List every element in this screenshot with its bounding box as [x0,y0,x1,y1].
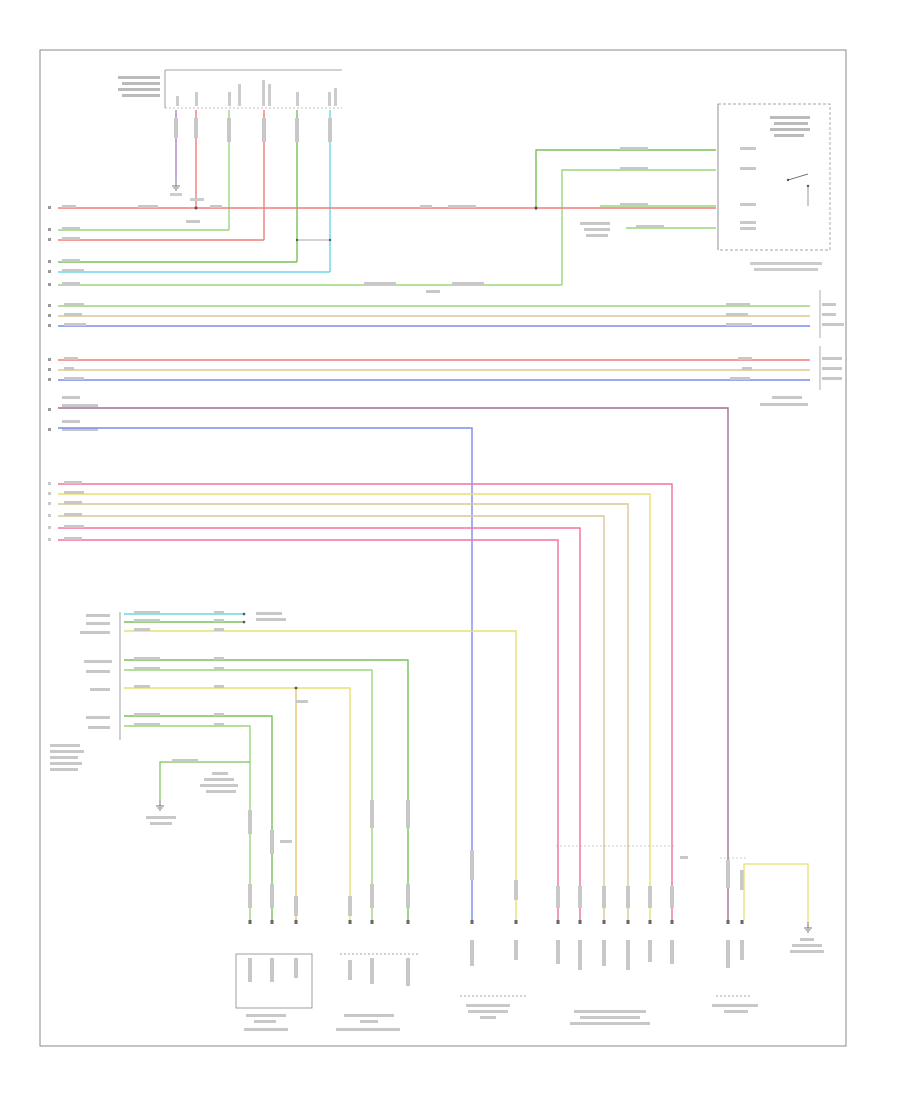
sensor-group-wires [58,483,673,920]
diagram-frame [39,49,847,1047]
input-speed-sensor [235,953,313,1031]
top-connector [118,69,342,109]
output-speed-sensor [336,953,418,1031]
steering-column-module [717,103,831,271]
bus-right-labels [760,303,844,406]
steering-module-wire-labels [580,147,756,237]
ground-symbol-top [172,180,180,191]
bus-wires-2 [58,359,810,381]
lower-vertical-wire-labels [248,800,744,916]
steering-module-wires [535,149,716,285]
transmission-range-sensor [460,940,528,1019]
top-wire-labels [174,118,332,142]
upper-wire-labels [62,205,484,293]
left-pin-numbers [48,206,51,431]
tcm-ground [146,759,250,825]
long-drop-wires [58,407,729,920]
solenoid-pressure-switch-assembly [556,940,674,1025]
tcm-wire-labels [134,611,308,726]
wire-end-pins [248,920,744,924]
clutch-pressure-switch [712,940,758,1013]
bus-wire-labels [62,303,752,431]
sensor-group-wire-labels [48,481,84,541]
bus-wires-1 [58,305,810,327]
right-ground [743,863,824,953]
tcm-connector [50,612,121,771]
tcm-splice-dots [242,612,298,690]
